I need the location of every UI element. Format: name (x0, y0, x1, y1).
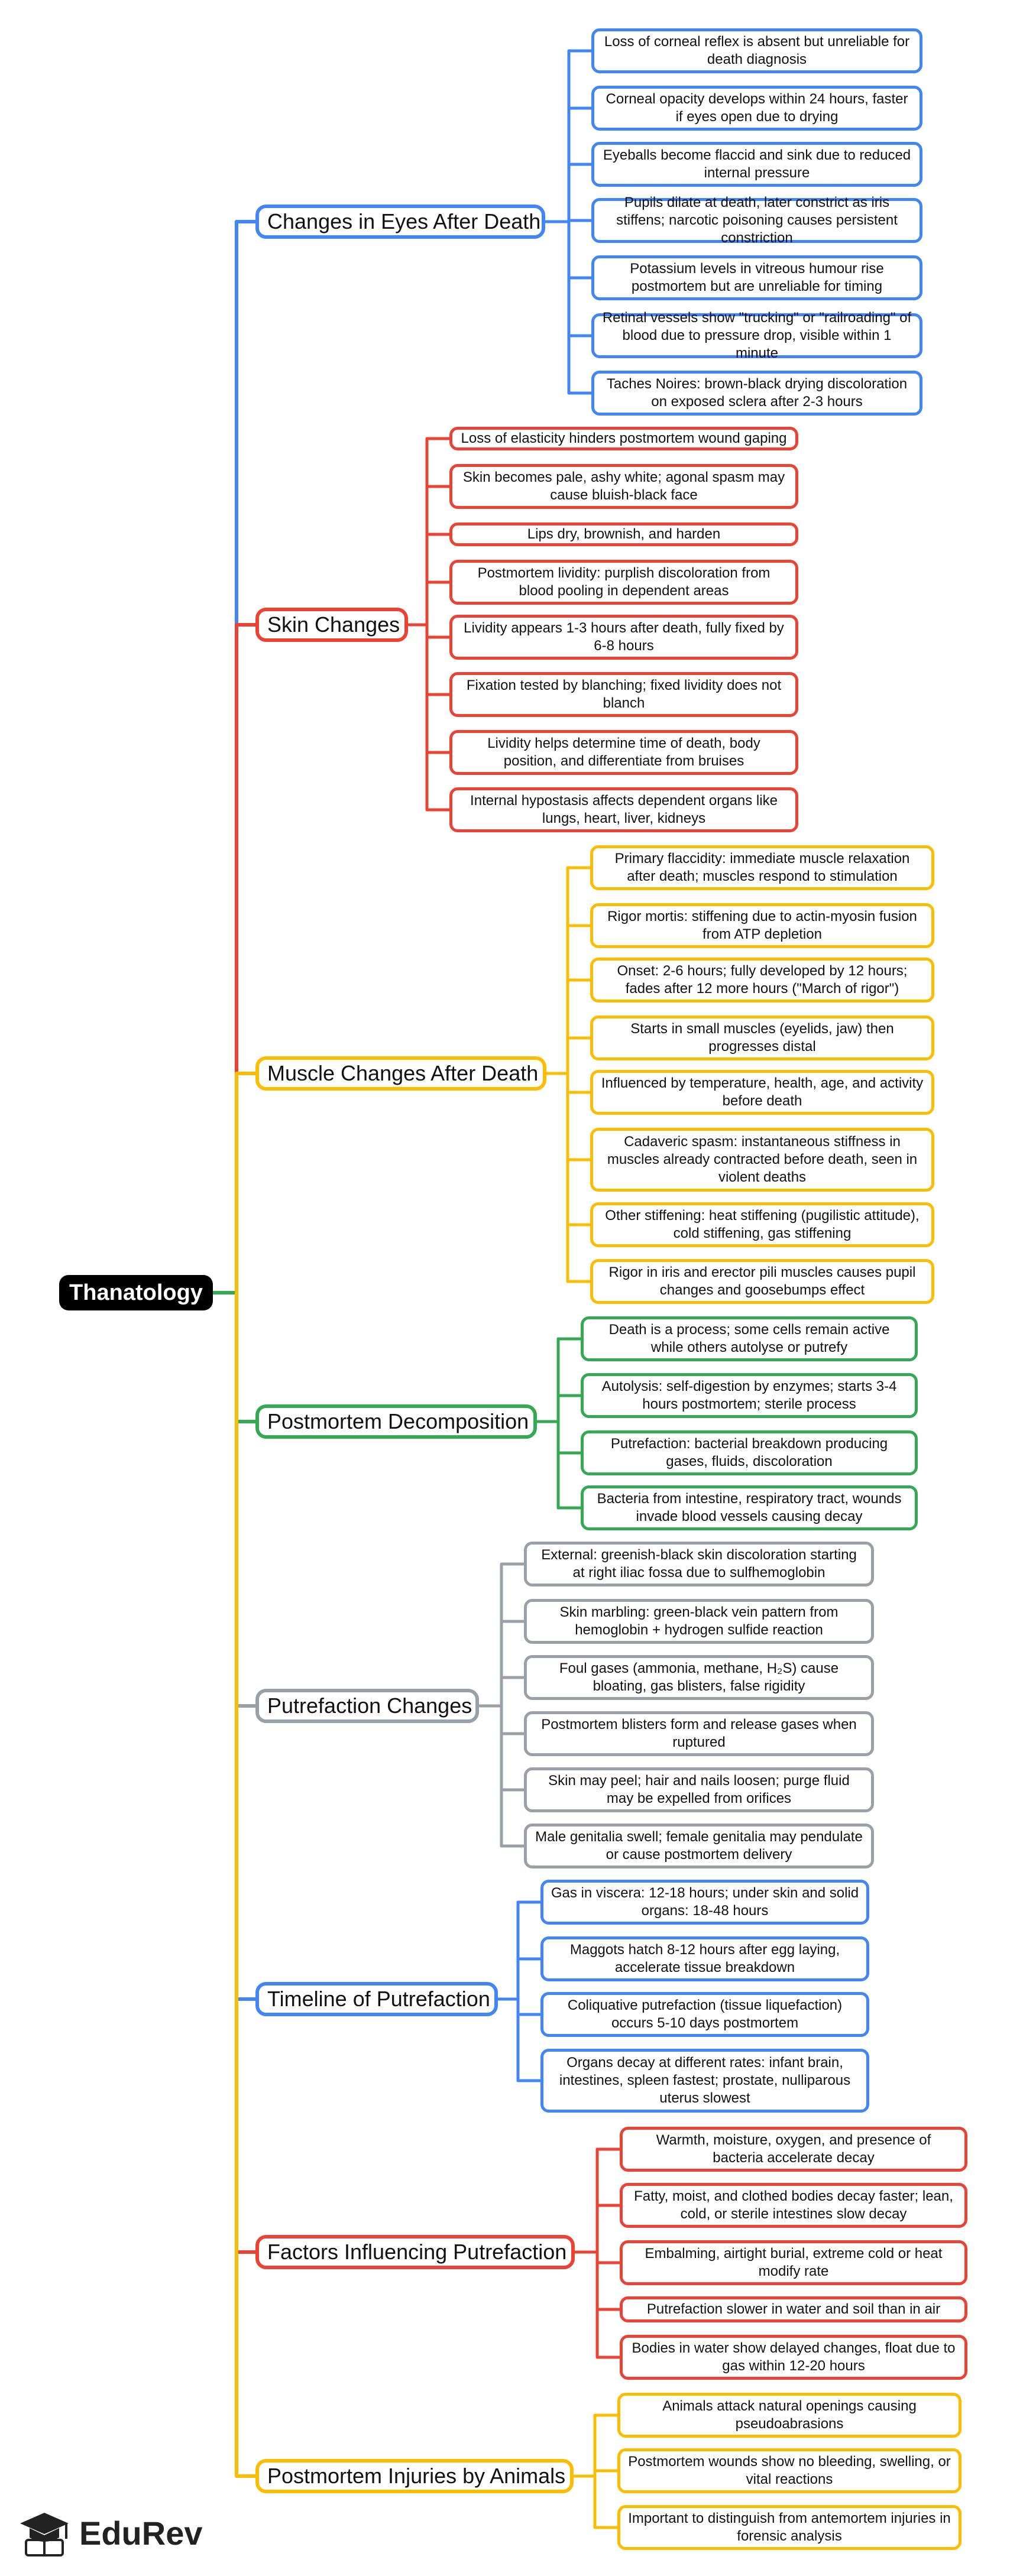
leaf-node: Skin may peel; hair and nails loosen; pu… (524, 1767, 874, 1812)
leaf-node: Fatty, moist, and clothed bodies decay f… (620, 2183, 967, 2228)
leaf-node: External: greenish-black skin discolorat… (524, 1542, 874, 1587)
leaf-node: Onset: 2-6 hours; fully developed by 12 … (590, 958, 934, 1003)
root-node: Thanatology (59, 1275, 213, 1310)
leaf-node: Other stiffening: heat stiffening (pugil… (590, 1202, 934, 1247)
leaf-node: Fixation tested by blanching; fixed livi… (449, 672, 798, 717)
leaf-node: Corneal opacity develops within 24 hours… (591, 86, 922, 131)
leaf-node: Bacteria from intestine, respiratory tra… (581, 1485, 918, 1530)
leaf-node: Skin becomes pale, ashy white; agonal sp… (449, 464, 798, 509)
leaf-node: Postmortem lividity: purplish discolorat… (449, 560, 798, 605)
leaf-node: Autolysis: self-digestion by enzymes; st… (581, 1373, 918, 1418)
leaf-node: Postmortem blisters form and release gas… (524, 1711, 874, 1756)
leaf-node: Organs decay at different rates: infant … (540, 2049, 869, 2113)
leaf-node: Bodies in water show delayed changes, fl… (620, 2335, 967, 2380)
leaf-node: Lividity appears 1-3 hours after death, … (449, 615, 798, 660)
branch-node: Muscle Changes After Death (255, 1056, 546, 1091)
leaf-node: Male genitalia swell; female genitalia m… (524, 1824, 874, 1868)
leaf-node: Retinal vessels show "trucking" or "rail… (591, 310, 922, 361)
leaf-node: Influenced by temperature, health, age, … (590, 1070, 934, 1115)
leaf-node: Primary flaccidity: immediate muscle rel… (590, 845, 934, 890)
leaf-node: Rigor mortis: stiffening due to actin-my… (590, 903, 934, 948)
graduation-cap-icon (20, 2513, 69, 2556)
leaf-node: Loss of corneal reflex is absent but unr… (591, 28, 922, 73)
leaf-node: Coliquative putrefaction (tissue liquefa… (540, 1992, 869, 2037)
leaf-node: Embalming, airtight burial, extreme cold… (620, 2240, 967, 2285)
leaf-node: Death is a process; some cells remain ac… (581, 1316, 918, 1361)
branch-node: Skin Changes (255, 608, 408, 642)
leaf-node: Potassium levels in vitreous humour rise… (591, 255, 922, 300)
leaf-node: Putrefaction: bacterial breakdown produc… (581, 1430, 918, 1475)
branch-node: Changes in Eyes After Death (255, 205, 545, 239)
leaf-node: Cadaveric spasm: instantaneous stiffness… (590, 1128, 934, 1192)
logo-text: EduRev (79, 2514, 203, 2552)
branch-node: Postmortem Decomposition (255, 1404, 537, 1439)
branch-node: Factors Influencing Putrefaction (255, 2235, 575, 2269)
leaf-node: Animals attack natural openings causing … (617, 2393, 962, 2438)
leaf-node: Rigor in iris and erector pili muscles c… (590, 1259, 934, 1304)
leaf-node: Lividity helps determine time of death, … (449, 730, 798, 775)
leaf-node: Starts in small muscles (eyelids, jaw) t… (590, 1016, 934, 1060)
leaf-node: Postmortem wounds show no bleeding, swel… (617, 2448, 962, 2493)
leaf-node: Important to distinguish from antemortem… (617, 2505, 962, 2550)
leaf-node: Gas in viscera: 12-18 hours; under skin … (540, 1880, 869, 1925)
leaf-node: Skin marbling: green-black vein pattern … (524, 1599, 874, 1644)
leaf-node: Maggots hatch 8-12 hours after egg layin… (540, 1936, 869, 1981)
branch-node: Timeline of Putrefaction (255, 1982, 498, 2016)
branch-node: Putrefaction Changes (255, 1689, 479, 1723)
leaf-node: Pupils dilate at death, later constrict … (591, 194, 922, 246)
branch-node: Postmortem Injuries by Animals (255, 2459, 574, 2493)
leaf-node: Internal hypostasis affects dependent or… (449, 787, 798, 832)
leaf-node: Eyeballs become flaccid and sink due to … (591, 142, 922, 187)
leaf-node: Taches Noires: brown-black drying discol… (591, 371, 922, 416)
leaf-node: Foul gases (ammonia, methane, H₂S) cause… (524, 1655, 874, 1700)
leaf-node: Putrefaction slower in water and soil th… (620, 2296, 967, 2322)
leaf-node: Lips dry, brownish, and harden (449, 523, 798, 546)
leaf-node: Loss of elasticity hinders postmortem wo… (449, 427, 798, 450)
edurev-logo: EduRev (18, 2509, 203, 2556)
leaf-node: Warmth, moisture, oxygen, and presence o… (620, 2127, 967, 2172)
